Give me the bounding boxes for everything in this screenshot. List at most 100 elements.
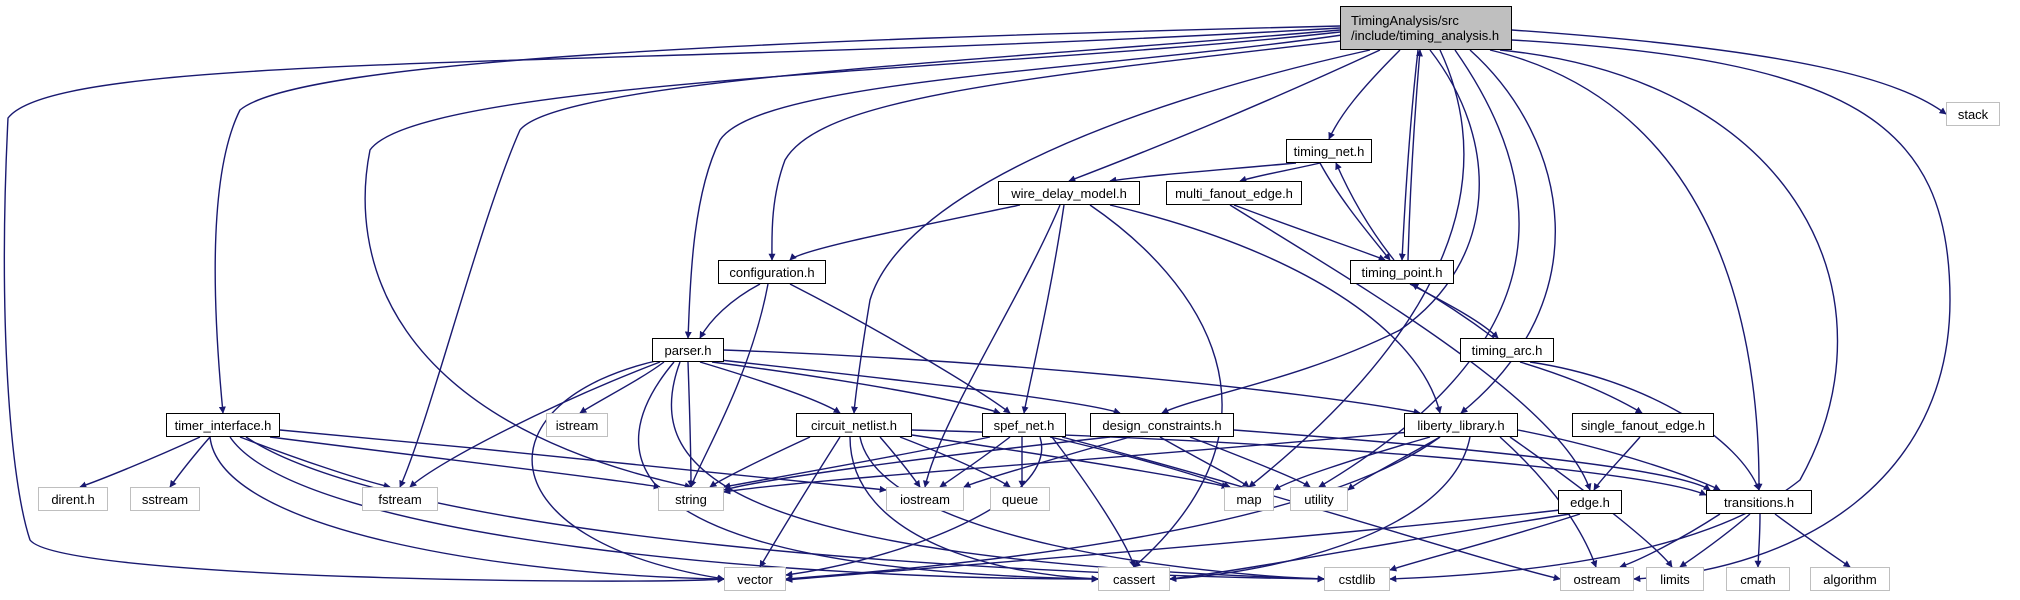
e-circuit-netlist-map <box>911 434 1229 489</box>
e-root-configuration <box>768 39 1351 261</box>
e-root-transitions <box>1489 49 1763 491</box>
node-ostream[interactable]: ostream <box>1560 567 1634 591</box>
e-transitions-ostream <box>1619 513 1721 569</box>
e-timing-arc-single-fanout-edge <box>1519 361 1643 414</box>
e-timing-point-root <box>1407 49 1423 261</box>
e-spef-net-iostream <box>939 436 1011 488</box>
e-liberty-library-vector <box>785 436 1441 582</box>
e-timing-net-timing-point <box>1319 162 1391 261</box>
e-design-constraints-map <box>1159 436 1250 488</box>
e-parser-circuit-netlist <box>699 361 841 414</box>
e-parser-istream <box>579 361 665 414</box>
e-root-timing-point <box>1398 49 1419 261</box>
e-liberty-library-transitions <box>1517 429 1721 491</box>
e-timing-arc-timing-point <box>1411 283 1495 339</box>
e-timer-interface-dirent <box>79 436 201 489</box>
node-timing-analysis-h[interactable]: TimingAnalysis/src /include/timing_analy… <box>1340 6 1512 50</box>
e-parser-string <box>687 361 695 488</box>
e-edge-cstdlib <box>1389 513 1581 572</box>
e-liberty-library-limits <box>1509 436 1673 568</box>
node-stack[interactable]: stack <box>1946 102 2000 126</box>
e-parser-design-constraints <box>719 359 1121 415</box>
e-timer-interface-iostream <box>279 429 887 493</box>
node-multi-fanout-edge-h[interactable]: multi_fanout_edge.h <box>1166 181 1302 205</box>
e-parser-vector <box>531 359 725 582</box>
e-liberty-library-string <box>723 431 1411 495</box>
node-cmath[interactable]: cmath <box>1726 567 1790 591</box>
e-root-liberty-library <box>1460 49 1556 414</box>
node-utility[interactable]: utility <box>1290 487 1348 511</box>
e-timer-interface-cassert <box>229 436 1099 583</box>
node-queue[interactable]: queue <box>990 487 1050 511</box>
e-design-constraints-iostream <box>963 436 1131 488</box>
e-circuit-netlist-vector <box>759 436 841 568</box>
e-design-constraints-string <box>723 436 1111 492</box>
node-circuit-netlist-h[interactable]: circuit_netlist.h <box>796 413 912 437</box>
e-timer-interface-string <box>269 436 661 490</box>
e-root-circuit-netlist <box>850 49 1371 414</box>
e-circuit-netlist-iostream <box>879 436 921 488</box>
node-edge-h[interactable]: edge.h <box>1558 490 1622 514</box>
e-timer-interface-vector <box>209 436 725 583</box>
e-root-fstream <box>399 29 1341 488</box>
e-root-wire-delay-model <box>1068 49 1381 183</box>
e-transitions-algorithm <box>1774 513 1851 568</box>
node-timing-arc-h[interactable]: timing_arc.h <box>1460 338 1554 362</box>
e-parser-cassert <box>637 361 1099 583</box>
e-spef-net-string <box>723 436 991 490</box>
e-configuration-spef-net <box>789 283 1011 414</box>
e-wire-delay-model-iostream <box>922 204 1061 488</box>
e-wire-delay-model-liberty-library <box>1109 204 1442 414</box>
e-timing-point-timing-net <box>1335 162 1395 261</box>
e-multi-fanout-edge-edge <box>1229 204 1592 491</box>
e-configuration-string <box>689 283 769 488</box>
e-spef-net-vector <box>785 436 1043 578</box>
e-circuit-netlist-string <box>709 436 811 488</box>
e-liberty-library-utility <box>1347 436 1441 491</box>
node-parser-h[interactable]: parser.h <box>652 338 724 362</box>
node-liberty-library-h[interactable]: liberty_library.h <box>1404 413 1518 437</box>
node-fstream[interactable]: fstream <box>362 487 438 511</box>
e-transitions-limits <box>1679 513 1751 568</box>
e-edge-cassert <box>1169 513 1571 582</box>
node-string[interactable]: string <box>658 487 724 511</box>
e-root-timer-interface <box>214 25 1341 414</box>
e-root-utility <box>1318 49 1520 488</box>
node-vector[interactable]: vector <box>724 567 786 591</box>
node-timing-point-h[interactable]: timing_point.h <box>1350 260 1454 284</box>
e-multi-fanout-edge-timing-point <box>1233 204 1386 261</box>
node-map[interactable]: map <box>1224 487 1274 511</box>
node-istream[interactable]: istream <box>546 413 608 437</box>
node-iostream[interactable]: iostream <box>886 487 964 511</box>
e-root-timing-net <box>1328 49 1401 140</box>
node-wire-delay-model-h[interactable]: wire_delay_model.h <box>998 181 1140 205</box>
node-sstream[interactable]: sstream <box>130 487 200 511</box>
node-design-constraints-h[interactable]: design_constraints.h <box>1090 413 1234 437</box>
e-root-string <box>364 31 1341 490</box>
node-timer-interface-h[interactable]: timer_interface.h <box>166 413 280 437</box>
node-timing-net-h[interactable]: timing_net.h <box>1286 139 1372 163</box>
node-transitions-h[interactable]: transitions.h <box>1706 490 1812 514</box>
node-single-fanout-edge-h[interactable]: single_fanout_edge.h <box>1572 413 1714 437</box>
e-parser-cstdlib <box>670 361 1325 583</box>
e-timer-interface-fstream <box>239 436 391 489</box>
e-parser-liberty-library <box>723 349 1421 416</box>
e-spef-net-map <box>1049 436 1231 489</box>
node-dirent-h[interactable]: dirent.h <box>38 487 108 511</box>
node-algorithm[interactable]: algorithm <box>1810 567 1890 591</box>
e-timing-net-wire-delay-model <box>1109 162 1297 184</box>
e-root-design-constraints <box>1161 49 1480 414</box>
e-design-constraints-utility <box>1189 436 1311 488</box>
e-parser-fstream <box>409 361 661 488</box>
node-cstdlib[interactable]: cstdlib <box>1324 567 1390 591</box>
e-circuit-netlist-transitions <box>911 429 1707 496</box>
e-circuit-netlist-cassert <box>849 436 1099 583</box>
node-configuration-h[interactable]: configuration.h <box>718 260 826 284</box>
e-spef-net-ostream <box>1061 436 1561 581</box>
node-cassert[interactable]: cassert <box>1098 567 1170 591</box>
e-liberty-library-ostream <box>1499 436 1598 568</box>
node-limits[interactable]: limits <box>1646 567 1704 591</box>
node-spef-net-h[interactable]: spef_net.h <box>982 413 1066 437</box>
e-liberty-library-map <box>1273 436 1431 491</box>
